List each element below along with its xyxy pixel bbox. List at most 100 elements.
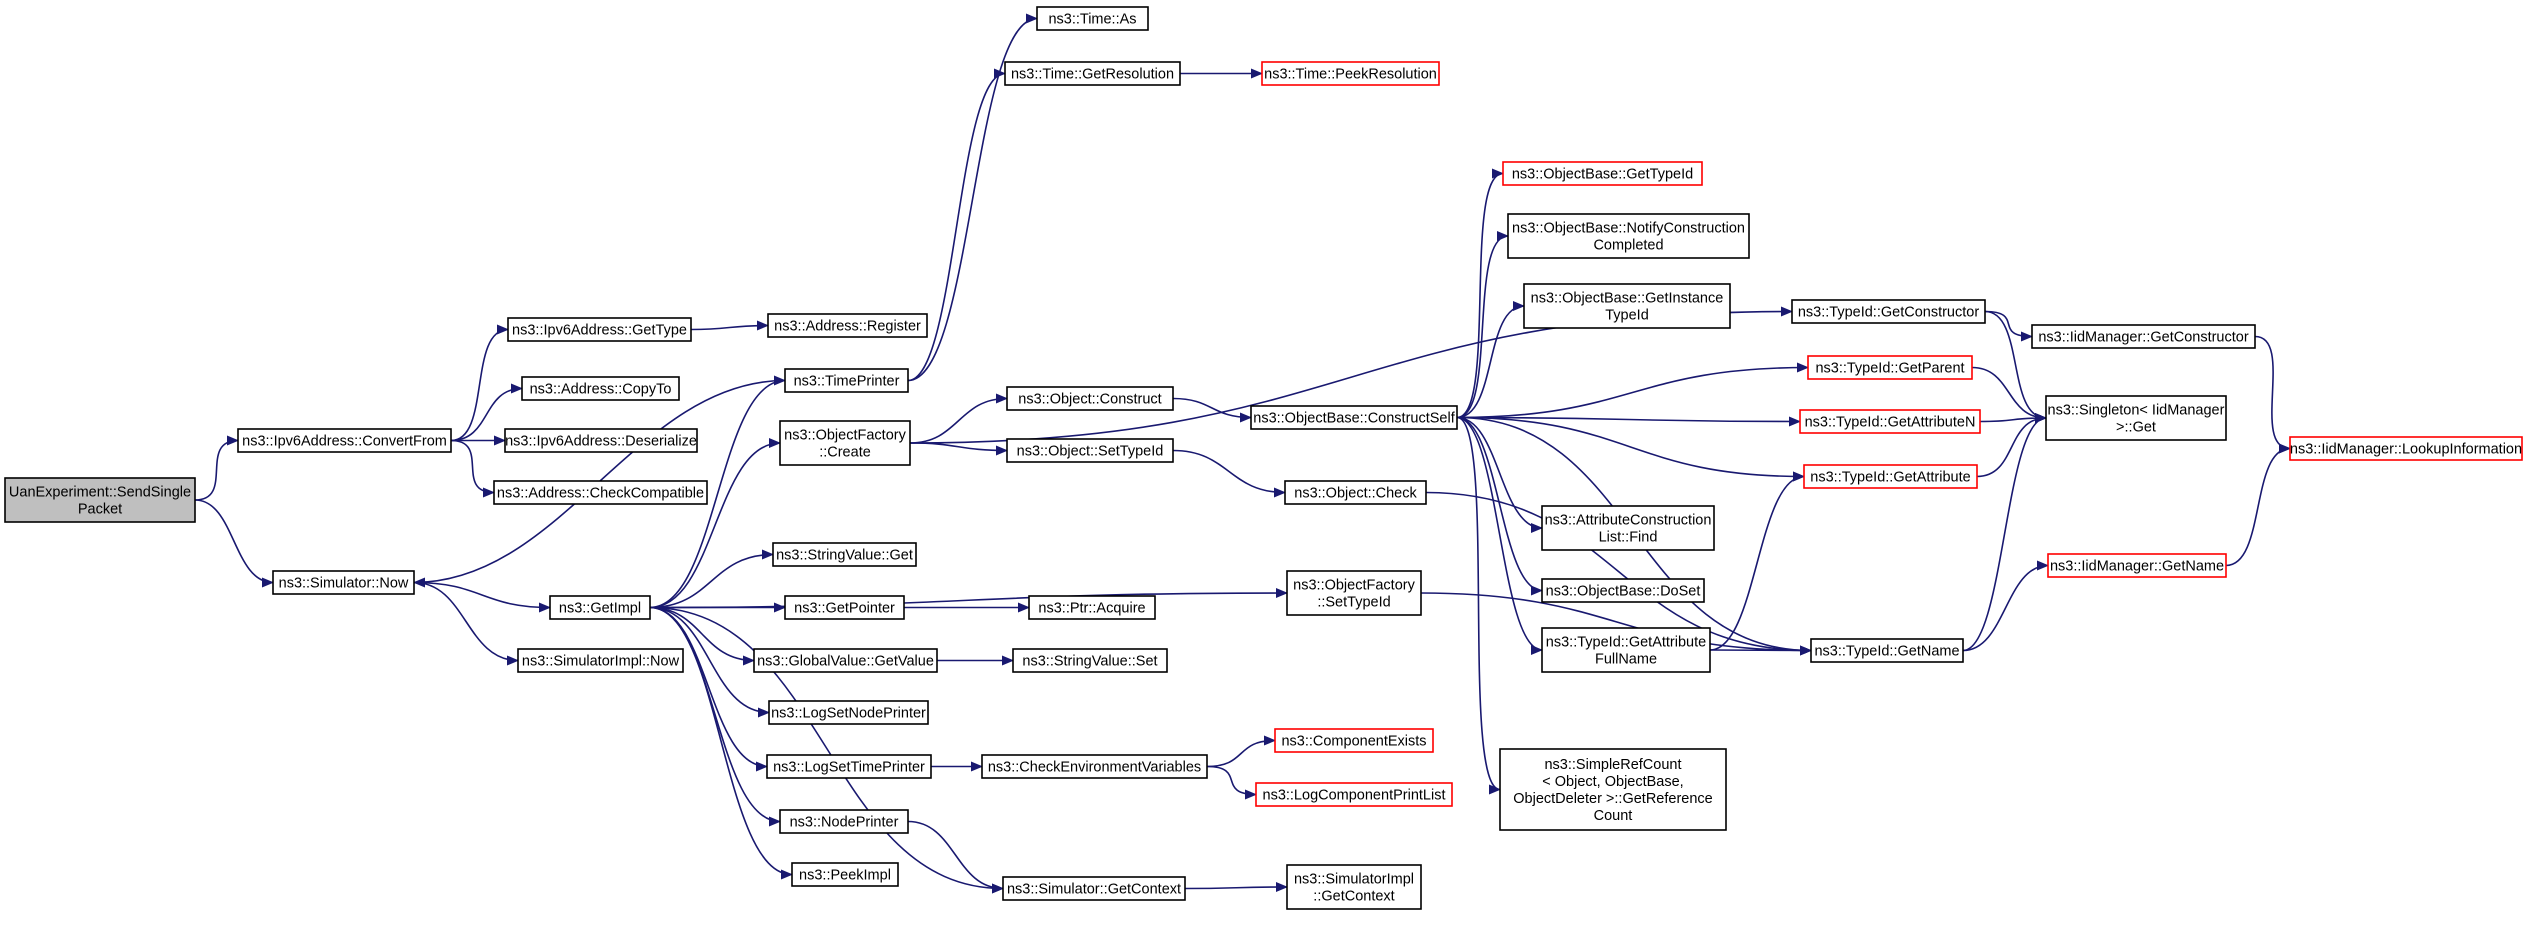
node-iidmanager-getname[interactable]: ns3::IidManager::GetName	[2047, 553, 2227, 578]
node-box	[1261, 61, 1440, 86]
node-ipv6-deserialize[interactable]: ns3::Ipv6Address::Deserialize	[504, 428, 698, 453]
node-iidmanager-lookupinformation[interactable]: ns3::IidManager::LookupInformation	[2289, 436, 2523, 461]
node-objectfactory-settypeid[interactable]: ns3::ObjectFactory::SetTypeId	[1286, 570, 1422, 616]
node-simulator-now[interactable]: ns3::Simulator::Now	[272, 570, 415, 595]
edge-typeid_getparent-to-singleton_get	[1971, 366, 2047, 423]
edge-objectbase_constructself-to-typeid_getattributen	[1456, 416, 1801, 427]
node-box	[1006, 438, 1174, 463]
node-time-as[interactable]: ns3::Time::As	[1036, 6, 1149, 31]
node-box	[272, 570, 415, 595]
node-label: ns3::AttributeConstruction	[1545, 513, 1712, 529]
node-label: ns3::LogSetTimePrinter	[773, 760, 925, 776]
node-label: Count	[1594, 808, 1633, 824]
node-box	[1028, 595, 1156, 620]
node-box	[1541, 578, 1705, 603]
node-address-copyto[interactable]: ns3::Address::CopyTo	[521, 376, 680, 401]
edge-getimpl-to-timeprinter	[649, 375, 786, 609]
node-box	[507, 317, 692, 342]
node-time-peekresolution[interactable]: ns3::Time::PeekResolution	[1261, 61, 1440, 86]
node-getpointer[interactable]: ns3::GetPointer	[784, 595, 905, 620]
edge-objectbase_constructself-to-attrconstructionlist_find	[1456, 416, 1543, 533]
node-simulatorimpl-now[interactable]: ns3::SimulatorImpl::Now	[517, 648, 684, 673]
node-box	[1803, 464, 1978, 489]
node-simplerefcount[interactable]: ns3::SimpleRefCount< Object, ObjectBase,…	[1499, 748, 1727, 831]
node-simulator-getcontext[interactable]: ns3::Simulator::GetContext	[1002, 876, 1186, 901]
edge-typeid_getname-to-singleton_get	[1962, 413, 2047, 652]
node-typeid-getattribute[interactable]: ns3::TypeId::GetAttribute	[1803, 464, 1978, 489]
node-label: ns3::ObjectBase::GetTypeId	[1512, 167, 1693, 183]
node-box	[784, 368, 909, 393]
node-label: ns3::ObjectBase::DoSet	[1546, 584, 1701, 600]
node-label: ::SetTypeId	[1317, 595, 1390, 611]
node-peekimpl[interactable]: ns3::PeekImpl	[791, 862, 899, 887]
node-objectfactory-create[interactable]: ns3::ObjectFactory::Create	[779, 420, 911, 466]
node-label: ns3::SimulatorImpl	[1294, 872, 1414, 888]
node-box	[1507, 213, 1750, 259]
edge-object_check-to-typeid_getname	[1425, 491, 1812, 656]
node-box	[2045, 395, 2227, 441]
edge-typeid_getname-to-iidmanager_getname	[1962, 560, 2049, 652]
node-object-settypeid[interactable]: ns3::Object::SetTypeId	[1006, 438, 1174, 463]
node-time-getresolution[interactable]: ns3::Time::GetResolution	[1004, 61, 1181, 86]
node-typeid-getparent[interactable]: ns3::TypeId::GetParent	[1807, 355, 1973, 380]
node-typeid-getconstructor[interactable]: ns3::TypeId::GetConstructor	[1791, 299, 1986, 324]
node-label: ns3::StringValue::Get	[776, 548, 913, 564]
node-ipv6-gettype[interactable]: ns3::Ipv6Address::GetType	[507, 317, 692, 342]
node-label: < Object, ObjectBase,	[1542, 774, 1683, 790]
node-stringvalue-set[interactable]: ns3::StringValue::Set	[1012, 648, 1168, 673]
node-box	[2047, 553, 2227, 578]
node-ipv6-convertfrom[interactable]: ns3::Ipv6Address::ConvertFrom	[237, 428, 452, 453]
node-typeid-getname[interactable]: ns3::TypeId::GetName	[1810, 638, 1964, 663]
node-label: ns3::LogSetNodePrinter	[771, 706, 926, 722]
node-iidmanager-getconstructor[interactable]: ns3::IidManager::GetConstructor	[2031, 324, 2256, 349]
node-objectbase-doset[interactable]: ns3::ObjectBase::DoSet	[1541, 578, 1705, 603]
node-box	[784, 595, 905, 620]
node-label: ns3::ObjectBase::NotifyConstruction	[1512, 221, 1745, 237]
node-object-construct[interactable]: ns3::Object::Construct	[1006, 386, 1174, 411]
node-object-check[interactable]: ns3::Object::Check	[1284, 480, 1427, 505]
node-box	[772, 542, 917, 567]
node-box	[2289, 436, 2523, 461]
edge-objectbase_constructself-to-typeid_getparent	[1456, 362, 1809, 419]
node-componentexists[interactable]: ns3::ComponentExists	[1274, 728, 1434, 753]
edge-ipv6_convertfrom-to-address_copyto	[450, 383, 523, 442]
node-label: ns3::TypeId::GetName	[1814, 644, 1959, 660]
node-ptr-acquire[interactable]: ns3::Ptr::Acquire	[1028, 595, 1156, 620]
node-label: ns3::TypeId::GetAttribute	[1810, 470, 1970, 486]
node-label: ns3::Ptr::Acquire	[1038, 601, 1145, 617]
edge-iidmanager_getconstructor-to-iidmanager_lookupinformation	[2254, 335, 2291, 454]
node-address-register[interactable]: ns3::Address::Register	[767, 313, 928, 338]
node-box	[237, 428, 452, 453]
node-typeid-getattributen[interactable]: ns3::TypeId::GetAttributeN	[1799, 409, 1981, 434]
node-getimpl[interactable]: ns3::GetImpl	[549, 595, 651, 620]
node-logcomponentprintlist[interactable]: ns3::LogComponentPrintList	[1255, 782, 1453, 807]
node-box	[779, 809, 909, 834]
node-globalvalue-getvalue[interactable]: ns3::GlobalValue::GetValue	[753, 648, 938, 673]
node-box	[1541, 505, 1715, 551]
node-box	[1012, 648, 1168, 673]
node-singleton-get[interactable]: ns3::Singleton< IidManager >::Get	[2045, 395, 2227, 441]
node-box	[1004, 61, 1181, 86]
node-logsettimeprinter[interactable]: ns3::LogSetTimePrinter	[766, 754, 932, 779]
node-timeprinter[interactable]: ns3::TimePrinter	[784, 368, 909, 393]
node-objectbase-gettypeid[interactable]: ns3::ObjectBase::GetTypeId	[1502, 161, 1703, 186]
node-address-checkcompatible[interactable]: ns3::Address::CheckCompatible	[493, 480, 708, 505]
edge-ipv6_convertfrom-to-address_checkcompatible	[450, 439, 495, 498]
node-objectbase-notify[interactable]: ns3::ObjectBase::NotifyConstructionCompl…	[1507, 213, 1750, 259]
node-nodeprinter[interactable]: ns3::NodePrinter	[779, 809, 909, 834]
node-objectbase-constructself[interactable]: ns3::ObjectBase::ConstructSelf	[1250, 405, 1458, 430]
node-label: ns3::Simulator::GetContext	[1007, 882, 1181, 898]
edge-timeprinter-to-time_as	[907, 13, 1038, 382]
node-simulatorimpl-getcontext[interactable]: ns3::SimulatorImpl::GetContext	[1286, 864, 1422, 910]
node-checkenvvars[interactable]: ns3::CheckEnvironmentVariables	[981, 754, 1208, 779]
node-stringvalue-get[interactable]: ns3::StringValue::Get	[772, 542, 917, 567]
node-box	[517, 648, 684, 673]
node-logsetnodeprinter[interactable]: ns3::LogSetNodePrinter	[768, 700, 929, 725]
node-box	[4, 477, 196, 523]
